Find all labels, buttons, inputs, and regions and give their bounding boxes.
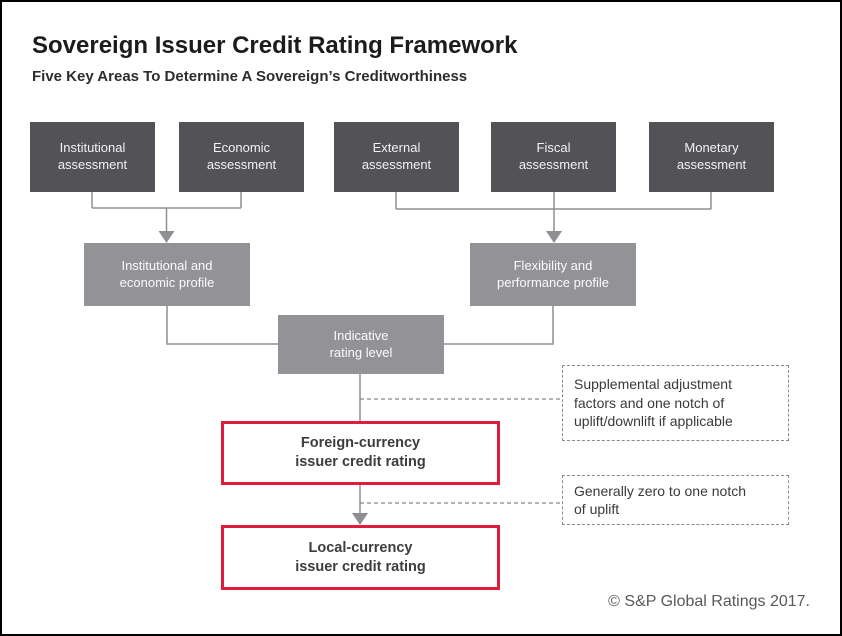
- local-currency-rating-box: Local-currency issuer credit rating: [221, 525, 500, 590]
- copyright-text: © S&P Global Ratings 2017.: [608, 593, 810, 610]
- box-line: assessment: [361, 157, 432, 172]
- profile-box-institutional-economic: Institutional and economic profile: [84, 243, 250, 306]
- box-line: assessment: [206, 157, 277, 172]
- assessment-box-fiscal: Fiscal assessment: [491, 122, 616, 192]
- box-line: External: [372, 140, 421, 156]
- box-line: rating level: [329, 344, 393, 360]
- box-line: Fiscal: [536, 140, 571, 156]
- note-uplift: Generally zero to one notch of uplift: [562, 475, 789, 525]
- box-line: Economic: [212, 140, 271, 156]
- page-subtitle: Five Key Areas To Determine A Sovereign’…: [32, 68, 468, 85]
- box-line: issuer credit rating: [295, 558, 426, 575]
- box-line: assessment: [518, 157, 589, 172]
- box-line: assessment: [676, 157, 747, 172]
- assessment-box-institutional: Institutional assessment: [30, 122, 155, 192]
- box-line: performance profile: [497, 274, 609, 290]
- box-line: Local-currency: [308, 539, 413, 556]
- note-supplemental-adjustment: Supplemental adjustment factors and one …: [562, 365, 789, 441]
- note-text: Supplemental adjustment factors and one …: [574, 376, 733, 430]
- assessment-box-external: External assessment: [334, 122, 459, 192]
- box-line: issuer credit rating: [295, 454, 426, 470]
- foreign-currency-rating-box: Foreign-currency issuer credit rating: [221, 421, 500, 485]
- indicative-rating-level-box: Indicative rating level: [278, 315, 444, 374]
- box-line: Institutional: [59, 140, 126, 156]
- page-title: Sovereign Issuer Credit Rating Framework: [32, 32, 518, 59]
- assessment-box-monetary: Monetary assessment: [649, 122, 774, 192]
- box-line: Indicative: [333, 327, 389, 343]
- box-line: Institutional and: [121, 257, 213, 273]
- note-text: Generally zero to one notch of uplift: [574, 482, 746, 517]
- profile-box-flexibility-performance: Flexibility and performance profile: [470, 243, 636, 306]
- box-line: assessment: [57, 157, 128, 172]
- box-line: Monetary: [684, 140, 739, 156]
- box-line: Foreign-currency: [300, 435, 421, 452]
- box-line: Flexibility and: [513, 257, 593, 273]
- box-line: economic profile: [119, 274, 215, 290]
- assessment-box-economic: Economic assessment: [179, 122, 304, 192]
